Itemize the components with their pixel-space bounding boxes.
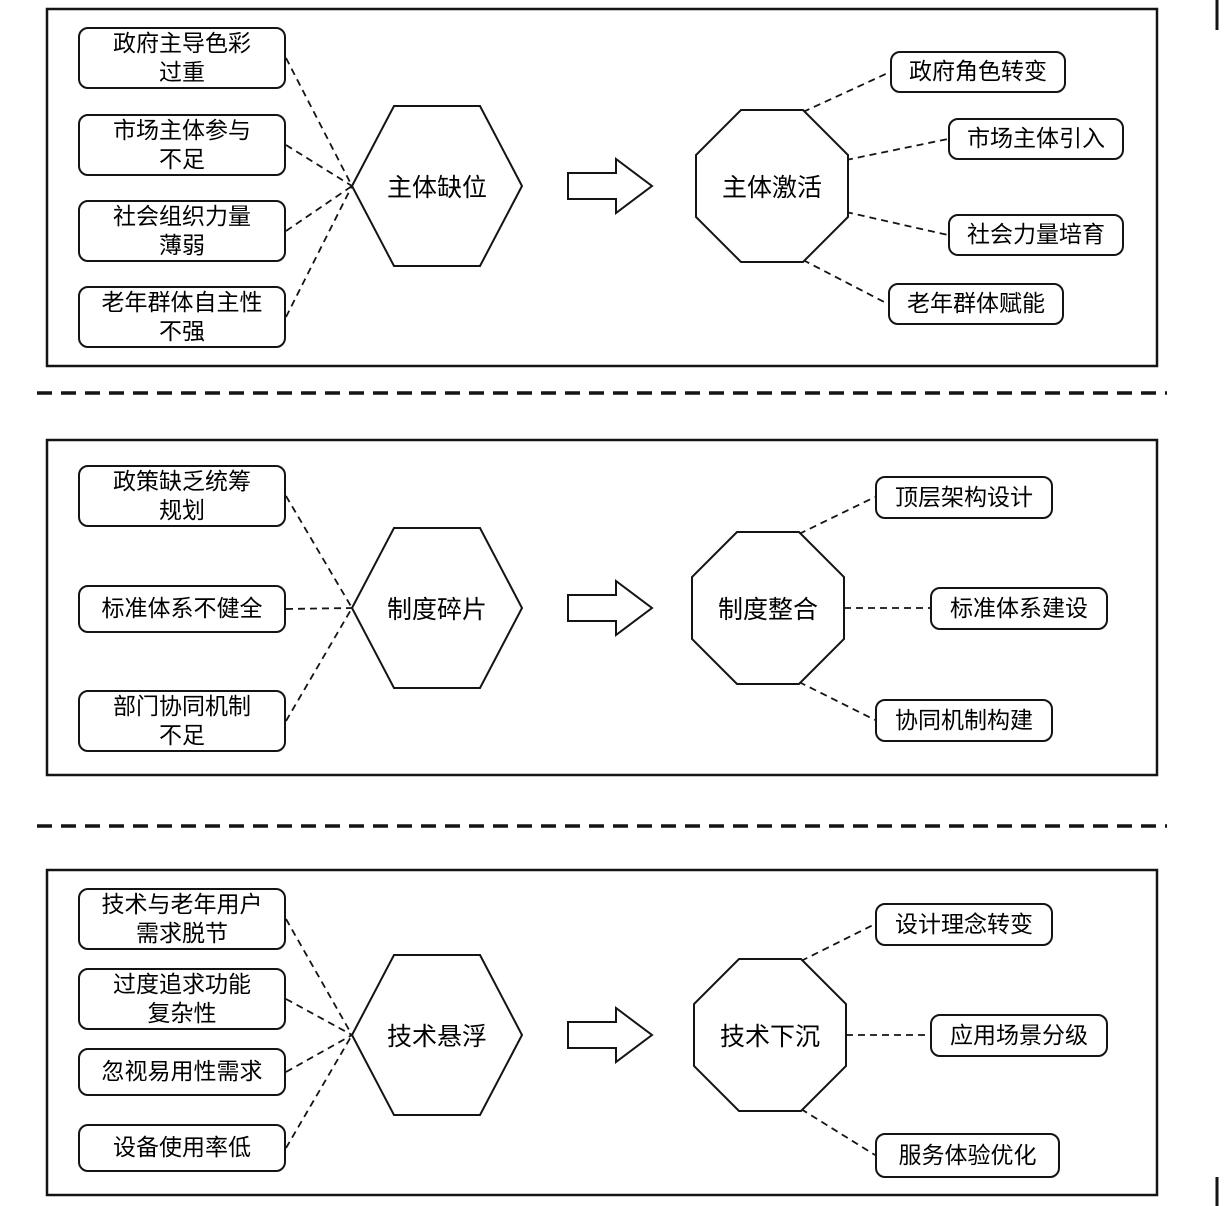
solution-box: 社会力量培育	[948, 214, 1124, 256]
problem-box: 标准体系不健全	[78, 585, 286, 633]
connector-line	[285, 144, 353, 187]
octagon-label: 制度整合	[717, 597, 818, 624]
connector-line	[285, 607, 353, 722]
octagon-label: 主体激活	[721, 175, 822, 202]
octagon-label: 技术下沉	[719, 1024, 820, 1051]
panel-border-1	[45, 7, 1159, 368]
connector-line	[800, 1108, 876, 1156]
hexagon-panel-1	[350, 105, 524, 267]
hexagon-panel-3	[350, 954, 524, 1116]
octagon-panel-2	[691, 531, 845, 685]
solution-box: 设计理念转变	[875, 903, 1053, 946]
connector-line	[285, 185, 353, 318]
connector-line	[285, 495, 353, 609]
solution-box: 协同机制构建	[875, 699, 1053, 742]
problem-box: 忽视易用性需求	[78, 1048, 286, 1096]
connector-line	[285, 1034, 353, 1149]
problem-box: 老年群体自主性 不强	[78, 286, 286, 348]
connector-line	[285, 185, 353, 232]
problem-box: 过度追求功能 复杂性	[78, 968, 286, 1030]
problem-box: 部门协同机制 不足	[78, 690, 286, 752]
problem-box: 设备使用率低	[78, 1124, 286, 1172]
hexagon-label: 技术悬浮	[386, 1024, 487, 1051]
connector-line	[285, 607, 353, 610]
solution-box: 政府角色转变	[890, 51, 1066, 93]
right-arrow-panel-2	[567, 579, 654, 637]
connector-lines-panel-3	[285, 918, 930, 1156]
panel-border-3	[45, 868, 1159, 1197]
hexagon-label: 主体缺位	[386, 175, 487, 202]
connector-line	[285, 1034, 353, 1073]
connector-line	[845, 138, 949, 161]
connector-line	[800, 923, 876, 962]
solution-box: 标准体系建设	[930, 587, 1108, 630]
octagon-panel-1	[695, 109, 849, 263]
connector-lines-panel-2	[285, 495, 930, 722]
solution-box: 老年群体赋能	[888, 283, 1064, 325]
problem-box: 市场主体参与 不足	[78, 114, 286, 176]
connector-line	[798, 681, 876, 721]
hexagon-panel-2	[350, 527, 524, 689]
right-arrow-panel-1	[567, 157, 654, 215]
connector-line	[798, 496, 876, 535]
solution-box: 应用场景分级	[930, 1014, 1108, 1057]
solution-box: 顶层架构设计	[875, 476, 1053, 519]
connector-line	[285, 57, 353, 187]
problem-box: 政策缺乏统筹 规划	[78, 465, 286, 527]
connector-line	[285, 998, 353, 1036]
problem-box: 技术与老年用户 需求脱节	[78, 888, 286, 950]
panel-border-2	[45, 438, 1159, 777]
problem-box: 政府主导色彩 过重	[78, 27, 286, 89]
problem-box: 社会组织力量 薄弱	[78, 200, 286, 262]
connector-lines-panel-1	[285, 57, 949, 318]
solution-box: 市场主体引入	[948, 118, 1124, 160]
connector-line	[845, 211, 949, 236]
connector-line	[802, 259, 889, 305]
solution-box: 服务体验优化	[875, 1133, 1060, 1178]
connector-line	[285, 918, 353, 1036]
connector-line	[802, 71, 891, 113]
hexagon-label: 制度碎片	[386, 597, 487, 624]
octagon-panel-3	[693, 958, 847, 1112]
right-arrow-panel-3	[567, 1006, 654, 1064]
